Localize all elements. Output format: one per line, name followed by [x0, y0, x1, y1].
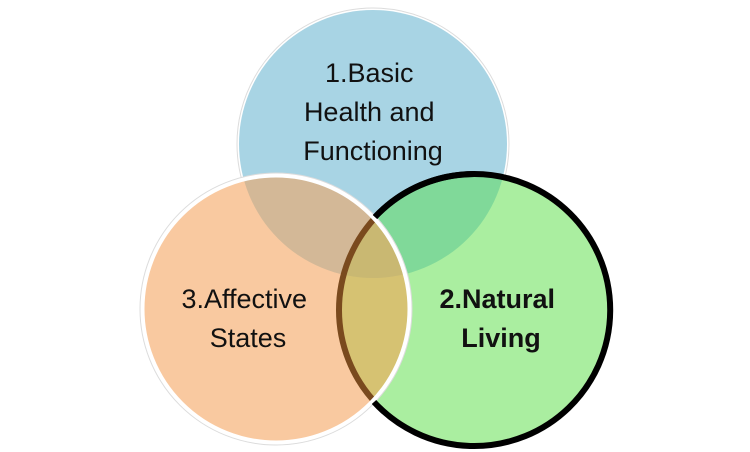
- affective-states-white-edge: [141, 174, 411, 444]
- overlap-basic-affective: [239, 176, 409, 278]
- natural-living-outline-top: [372, 170, 476, 220]
- natural-living-edge-in-affective: [336, 176, 409, 442]
- label-natural-living: 2.Natural Living: [439, 284, 562, 353]
- label-affective-states: 3.Affective States: [181, 284, 314, 353]
- overlap-basic-natural: [339, 174, 507, 278]
- label-basic-health: 1.Basic Health and Functioning: [303, 58, 443, 166]
